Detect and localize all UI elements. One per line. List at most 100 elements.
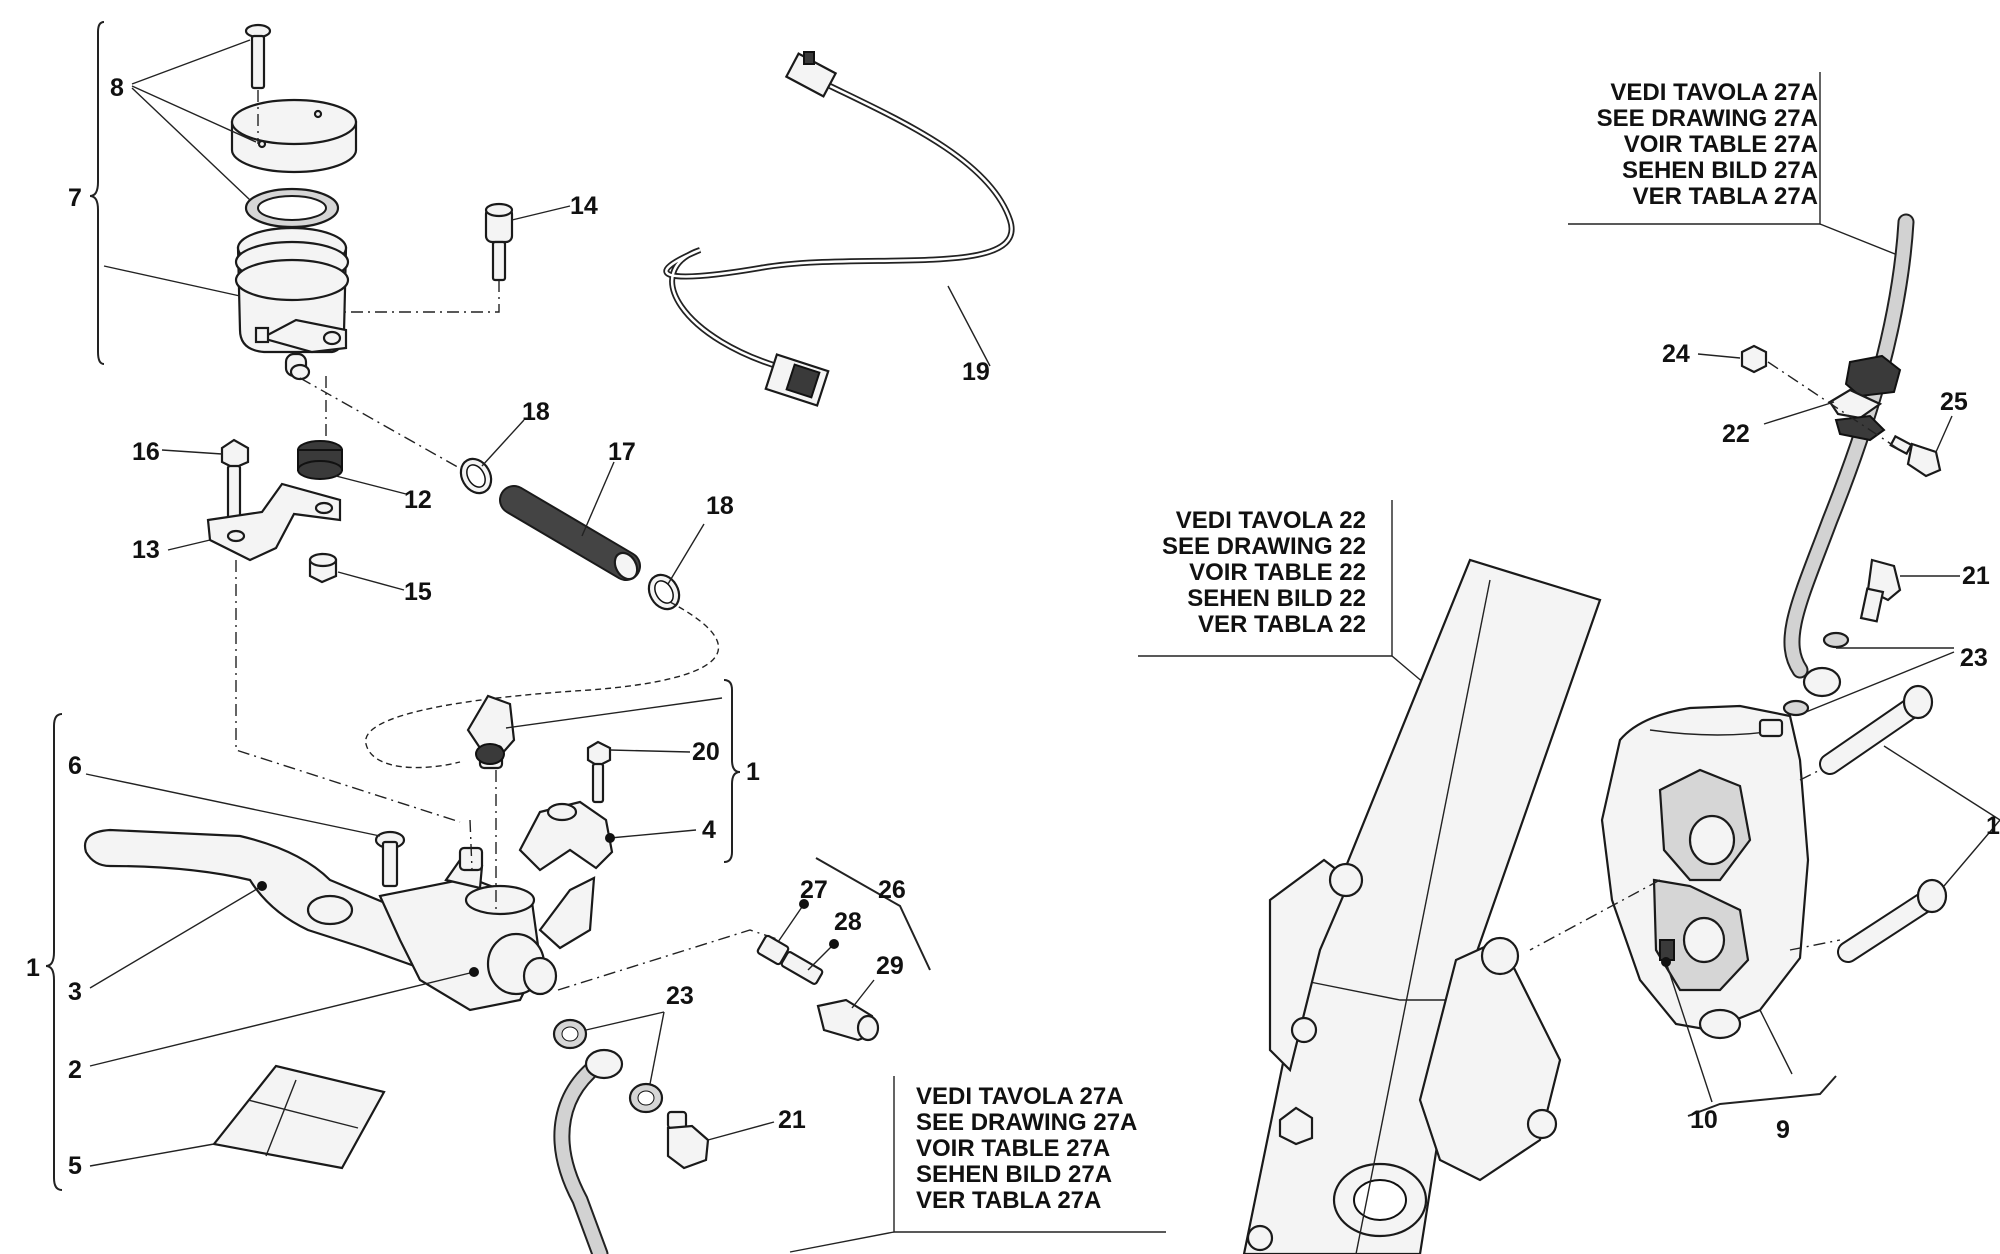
washer-23-part: [552, 1018, 588, 1050]
ref-line: VER TABLA 22: [1198, 611, 1366, 638]
master-cylinder-body-part: [378, 846, 558, 1012]
boot-29-part: [816, 998, 880, 1042]
leader-lines: [85, 39, 2000, 1167]
vent-hose-group: [365, 457, 720, 769]
assembly-line: [340, 280, 500, 313]
callout-21: 21: [1962, 562, 1990, 590]
callout-17: 17: [608, 438, 636, 466]
caliper-bolt-11a-part: [1819, 684, 1934, 775]
leader-dots: [257, 833, 1671, 977]
callout-18: 18: [706, 492, 734, 520]
ref-line: VER TABLA 27A: [916, 1187, 1101, 1214]
callout-6: 6: [68, 752, 82, 780]
brake-hose-right-inner: [1785, 215, 1913, 677]
callout-3: 3: [68, 978, 82, 1006]
brace-9: [1687, 1075, 1837, 1117]
callout-1: 1: [746, 758, 760, 786]
hose-guide-22-part: [1828, 354, 1902, 442]
screw-20-part: [586, 740, 612, 804]
bracket-13-part: [206, 482, 342, 562]
brace-1-right: [723, 679, 741, 863]
assembly-line: [1767, 361, 1901, 451]
callout-29: 29: [876, 952, 904, 980]
reservoir-body-part: [234, 226, 350, 381]
brace-1-left: [45, 713, 63, 1191]
callout-23: 23: [1960, 644, 1988, 672]
ref-line: SEHEN BILD 22: [1187, 585, 1366, 612]
callout-7: 7: [68, 184, 82, 212]
reservoir-gasket-part: [244, 187, 340, 229]
nut-15-part: [308, 552, 338, 584]
clamp-18b-part: [647, 573, 681, 611]
banjo-bolt-21b-part: [1859, 558, 1902, 623]
banjo-fitting-right-part: [1802, 666, 1842, 698]
assembly-line: [299, 377, 471, 475]
washer-23d-part: [1782, 699, 1810, 717]
grommet-12-part: [297, 440, 343, 480]
ref-line: VER TABLA 27A: [1633, 183, 1818, 210]
screw-14-part: [484, 202, 514, 282]
callout-26: 26: [878, 876, 906, 904]
ref-line: VOIR TABLE 27A: [916, 1135, 1110, 1162]
assembly-line: [1529, 879, 1661, 951]
callout-1: 1: [26, 954, 40, 982]
callout-4: 4: [702, 816, 716, 844]
callout-27: 27: [800, 876, 828, 904]
washer-23b-part: [628, 1082, 664, 1114]
ref-line: VEDI TAVOLA 27A: [1610, 79, 1818, 106]
callout-28: 28: [834, 908, 862, 936]
screw-25-part: [1889, 434, 1942, 478]
nut-24-part: [1740, 344, 1768, 374]
ref-line: SEE DRAWING 27A: [916, 1109, 1137, 1136]
brake-switch-27-part: [756, 934, 824, 985]
callout-9: 9: [1776, 1116, 1790, 1144]
hose-route-line: [365, 601, 720, 769]
callout-18: 18: [522, 398, 550, 426]
callout-15: 15: [404, 578, 432, 606]
callout-22: 22: [1722, 420, 1750, 448]
ref-line: SEHEN BILD 27A: [916, 1161, 1112, 1188]
screw-6-part: [374, 830, 406, 888]
ref-pointer: [789, 1231, 895, 1253]
callout-20: 20: [692, 738, 720, 766]
brace-7: [89, 21, 105, 365]
callout-8: 8: [110, 74, 124, 102]
master-cylinder-group: [45, 679, 931, 1254]
elbow-fitting-part: [466, 694, 516, 770]
ref-line: SEHEN BILD 27A: [1622, 157, 1818, 184]
assembly-line: [235, 560, 461, 823]
caliper-bolt-11b-part: [1837, 878, 1948, 963]
callout-13: 13: [132, 536, 160, 564]
callout-21: 21: [778, 1106, 806, 1134]
callout-14: 14: [570, 192, 598, 220]
ref-line: VEDI TAVOLA 27A: [916, 1083, 1124, 1110]
assembly-line: [557, 929, 781, 991]
washer-23c-part: [1822, 631, 1850, 649]
ref-pointer: [1819, 223, 1901, 257]
lever-3-part: [83, 828, 430, 970]
reference-block-27a-top: VEDI TAVOLA 27A SEE DRAWING 27A VOIR TAB…: [1568, 72, 1901, 257]
callout-12: 12: [404, 486, 432, 514]
switch-cable-part: [663, 51, 1015, 407]
callout-10: 10: [1690, 1106, 1718, 1134]
handlebar-clamp-4-part: [518, 800, 614, 950]
clamp-18-part: [459, 457, 493, 495]
brake-hose-inner: [555, 1053, 611, 1254]
banjo-bolt-21-part: [666, 1110, 710, 1170]
screw-part: [244, 23, 272, 90]
callout-2: 2: [68, 1056, 82, 1084]
banjo-fitting-part: [584, 1048, 624, 1080]
ref-line: SEE DRAWING 22: [1162, 533, 1366, 560]
fork-leg-part: [1242, 558, 1602, 1254]
callout-23: 23: [666, 982, 694, 1010]
ref-line: SEE DRAWING 27A: [1597, 105, 1818, 132]
callout-19: 19: [962, 358, 990, 386]
callout-24: 24: [1662, 340, 1690, 368]
reference-block-27a-bottom: VEDI TAVOLA 27A SEE DRAWING 27A VOIR TAB…: [789, 1076, 1166, 1253]
reservoir-cap-part: [230, 98, 358, 174]
callout-25: 25: [1940, 388, 1968, 416]
ref-line: VOIR TABLE 27A: [1624, 131, 1818, 158]
callout-labels: 8 7 14 19 16 12 13 15 18 17 18 6 20 1 4 …: [26, 74, 2000, 1180]
